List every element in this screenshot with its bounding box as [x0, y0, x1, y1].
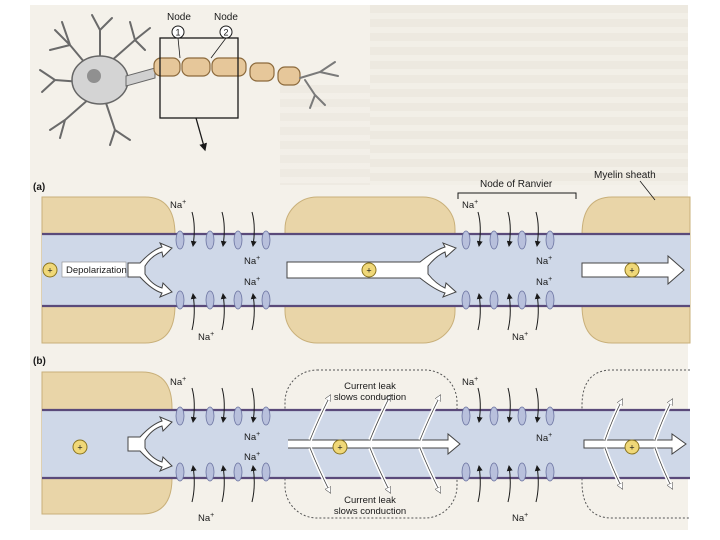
neuron-overview: Node 1 Node 2 — [39, 12, 339, 152]
svg-text:Na+: Na+ — [170, 199, 186, 211]
faded-page-text — [370, 5, 688, 185]
leak-arrows-right — [604, 400, 672, 488]
positive-charge-symbol: + — [629, 443, 634, 453]
positive-charge-mid-b — [332, 439, 348, 455]
current-leak-bottom-line1: Current leak — [344, 495, 396, 506]
svg-text:Na+: Na+ — [244, 431, 260, 443]
panel-b-label: (b) — [33, 356, 46, 367]
current-leak-bottom-line2: slows conduction — [334, 506, 406, 517]
svg-text:Na+: Na+ — [536, 255, 552, 267]
node-1-number: 1 — [175, 28, 180, 38]
svg-text:Na+: Na+ — [512, 331, 528, 343]
sodium-channels-node-2-a — [461, 230, 555, 310]
leaking-current-arrow-middle — [288, 432, 461, 456]
enlargement-arrow — [195, 117, 207, 152]
dendrites — [39, 14, 151, 146]
node-2-number: 2 — [223, 28, 228, 38]
positive-charge-right-a — [624, 262, 640, 278]
current-leak-top-line1: Current leak — [344, 381, 396, 392]
enlargement-box — [159, 37, 239, 119]
svg-text:Na+: Na+ — [462, 199, 478, 211]
svg-text:Na+: Na+ — [170, 376, 186, 388]
panel-b: (b) — [33, 356, 690, 524]
myelin-sheath-leader — [639, 180, 656, 201]
positive-charge-symbol: + — [77, 443, 82, 453]
svg-text:Na+: Na+ — [244, 255, 260, 267]
depolarization-current-arrows-b — [127, 416, 173, 472]
positive-charge-mid-a — [361, 262, 377, 278]
panel-a-label: (a) — [33, 182, 45, 193]
positive-charge-symbol: + — [629, 266, 634, 276]
depolarization-label: Depolarization — [66, 265, 127, 276]
positive-charge-symbol: + — [366, 266, 371, 276]
positive-charge-right-b — [624, 439, 640, 455]
axon-terminals — [299, 61, 339, 109]
myelin-sheath-label: Myelin sheath — [594, 170, 656, 181]
svg-text:Na+: Na+ — [536, 276, 552, 288]
ion-influx-arrows-a — [190, 211, 541, 331]
sodium-ion-labels-b: Na+ Na+ Na+ Na+ Na+ Na+ Na+ — [170, 376, 552, 524]
positive-charge-left-a — [42, 262, 58, 278]
cell-body — [71, 55, 129, 105]
node-1-label: Node — [167, 12, 191, 23]
panel-a: (a) — [33, 170, 691, 344]
positive-charge-left-b — [72, 439, 88, 455]
nucleus — [87, 69, 101, 83]
svg-text:Na+: Na+ — [536, 432, 552, 444]
myelin-segments — [153, 57, 301, 86]
node-of-ranvier-bracket — [457, 192, 577, 199]
ion-influx-arrows-b — [190, 387, 541, 503]
svg-text:Na+: Na+ — [198, 512, 214, 524]
sodium-channels-node-1-a — [175, 230, 271, 310]
axon-hillock — [125, 67, 156, 87]
positive-charge-symbol: + — [337, 443, 342, 453]
positive-charge-symbol: + — [47, 266, 52, 276]
sodium-ion-labels-a: Na+ Na+ Na+ Na+ Na+ Na+ Na+ Na+ — [170, 199, 552, 343]
svg-text:Na+: Na+ — [462, 376, 478, 388]
svg-text:Na+: Na+ — [244, 451, 260, 463]
svg-text:Na+: Na+ — [198, 331, 214, 343]
svg-text:Na+: Na+ — [512, 512, 528, 524]
current-leak-top-line2: slows conduction — [334, 392, 406, 403]
node-2-label: Node — [214, 12, 238, 23]
svg-text:Na+: Na+ — [244, 276, 260, 288]
node-of-ranvier-label: Node of Ranvier — [480, 179, 553, 190]
faded-page-text-middle — [280, 85, 370, 185]
depolarization-label-box — [61, 261, 127, 278]
sodium-channels-b — [175, 406, 555, 482]
depolarization-current-arrows — [127, 242, 173, 298]
